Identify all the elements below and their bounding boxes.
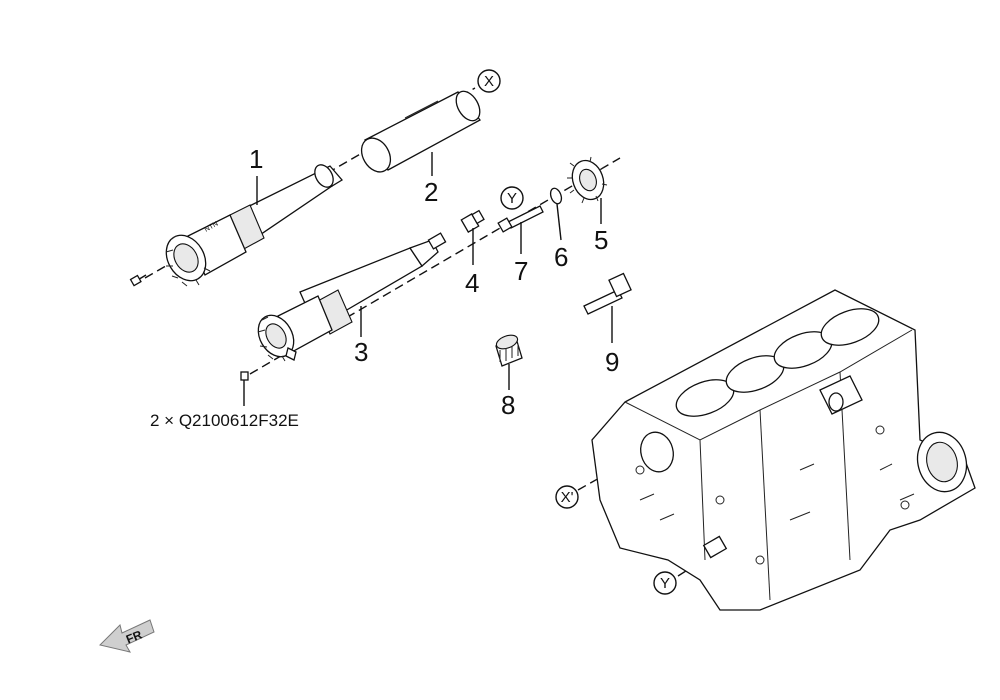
part-3-balancer-shaft (257, 232, 447, 362)
svg-text:X': X' (561, 489, 574, 506)
callout-2: 2 (424, 177, 438, 207)
front-marker-label: FR (124, 627, 144, 646)
callout-1: 1 (249, 144, 263, 174)
svg-text:Y: Y (507, 190, 517, 207)
part-2-sleeve (360, 90, 481, 173)
callout-7: 7 (514, 256, 528, 286)
cylinder-bores (675, 308, 880, 417)
part-5-gear (567, 156, 608, 204)
engine-block (591, 289, 976, 611)
part-1-bolt-icon (129, 274, 147, 287)
circle-label-y-lower: Y (653, 571, 677, 595)
callout-5: 5 (594, 225, 608, 255)
svg-text:X: X (484, 73, 494, 90)
front-direction-marker: FR (99, 619, 155, 653)
callout-4: 4 (465, 268, 479, 298)
circle-label-x: X (477, 69, 501, 93)
leader-lines (243, 152, 613, 406)
part-7-bolt (497, 205, 544, 233)
part-4-fitting (460, 209, 485, 233)
part-8-bushing (495, 334, 523, 367)
callout-9: 9 (605, 347, 619, 377)
part-9-bolt (583, 272, 632, 315)
callout-6: 6 (554, 242, 568, 272)
part-6-washer (549, 187, 563, 205)
callout-8: 8 (501, 390, 515, 420)
part-1-balancer-shaft: NTN (165, 164, 343, 287)
circle-label-y: Y (500, 186, 524, 210)
callout-3: 3 (354, 337, 368, 367)
circle-label-x-prime: X' (555, 485, 579, 509)
bolt-part-note: 2 × Q2100612F32E (150, 411, 299, 430)
svg-text:Y: Y (660, 575, 670, 592)
part-3-bolt-icon (240, 371, 249, 384)
